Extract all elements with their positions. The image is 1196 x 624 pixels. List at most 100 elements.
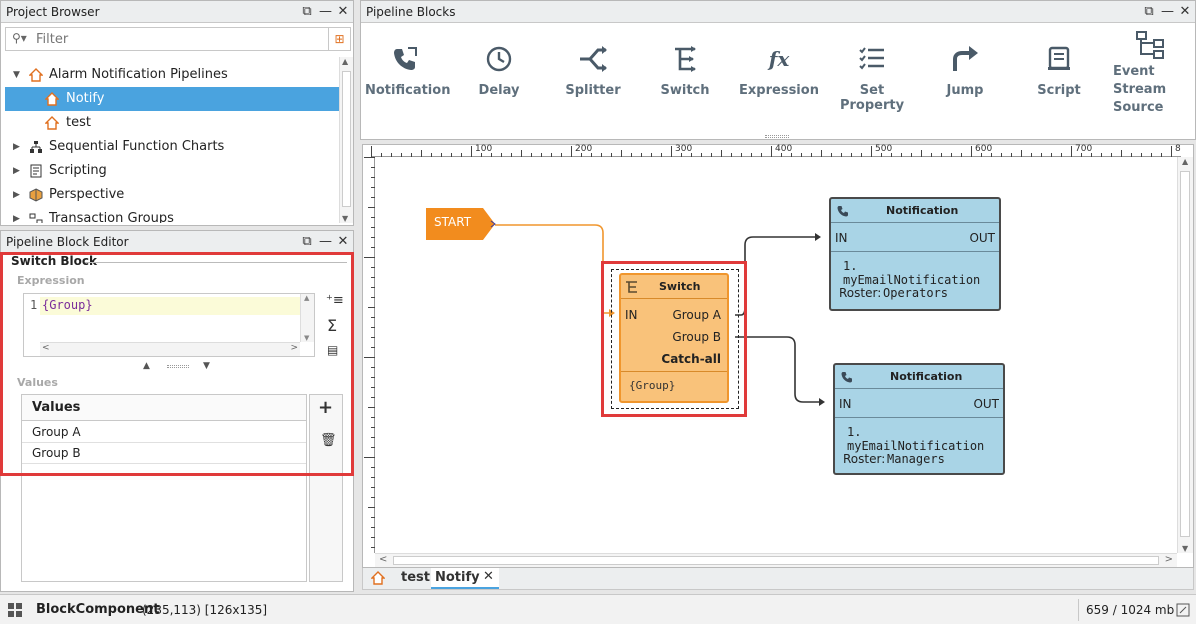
expression-text[interactable]: {Group}	[42, 298, 93, 312]
tool-notification[interactable]: Notification	[365, 41, 450, 98]
values-table: Values Group A Group B	[21, 394, 307, 582]
restore-icon[interactable]: ⧉	[302, 234, 312, 249]
expression-label: Expression	[17, 274, 85, 287]
switch-block[interactable]: Switch IN Group A Group B Catch-all {Gro…	[619, 273, 729, 403]
values-row[interactable]: Group A	[22, 422, 306, 443]
notification-block-operators[interactable]: Notification IN OUT 1. myEmailNotificati…	[829, 197, 1001, 311]
tree-item-alarm-pipelines[interactable]: ▼ Alarm Notification Pipelines	[1, 63, 339, 87]
close-tab-icon[interactable]: ✕	[483, 569, 494, 584]
tool-script[interactable]: Script	[1019, 41, 1099, 98]
phone-icon	[841, 372, 852, 383]
scroll-down-icon[interactable]: ▼	[1182, 544, 1189, 553]
tree-item-scripting[interactable]: ▶ Scripting	[1, 159, 339, 183]
restore-icon[interactable]: ⧉	[1144, 4, 1154, 19]
close-icon[interactable]: ✕	[337, 234, 349, 249]
switch-output-group-a[interactable]: Group A	[672, 308, 721, 322]
project-browser-title: Project Browser	[6, 5, 100, 19]
restore-icon[interactable]: ⧉	[302, 4, 312, 19]
switch-highlight-box	[601, 261, 747, 417]
tab-test[interactable]: test	[401, 570, 430, 585]
tool-expression[interactable]: fx Expression	[739, 41, 819, 98]
scroll-thumb[interactable]	[1180, 171, 1190, 537]
add-icon[interactable]: +	[318, 397, 334, 418]
filter-box[interactable]: ⚲▾ ⊞	[5, 27, 351, 51]
tool-label: Expression	[739, 83, 819, 98]
minimize-icon[interactable]: —	[319, 234, 332, 249]
ruler-label: 700	[1075, 144, 1093, 154]
status-separator	[1078, 599, 1079, 621]
collapse-down-icon[interactable]: ▼	[203, 361, 210, 371]
tree-label: test	[66, 115, 91, 130]
switch-output-group-b[interactable]: Group B	[672, 330, 721, 344]
minimize-icon[interactable]: —	[1161, 4, 1174, 19]
canvas-hscroll[interactable]: < >	[375, 553, 1177, 567]
script-icon	[30, 164, 42, 178]
splitter-grip[interactable]	[167, 365, 189, 368]
scroll-left-icon[interactable]: <	[42, 343, 50, 353]
block-editor-header: Pipeline Block Editor ⧉ — ✕	[1, 231, 353, 253]
ruler-label: 600	[975, 144, 993, 154]
trash-icon[interactable]: 🗑	[320, 433, 337, 448]
expand-down-icon[interactable]: ▼	[13, 70, 20, 80]
scroll-down-icon[interactable]: ▼	[304, 334, 310, 342]
values-header[interactable]: Values	[22, 395, 306, 421]
notification-out-label[interactable]: OUT	[973, 397, 999, 411]
notification-block-managers[interactable]: Notification IN OUT 1. myEmailNotificati…	[833, 363, 1005, 475]
editor-vscroll[interactable]: ▲ ▼	[300, 294, 314, 342]
function-sum-icon[interactable]: Σ	[327, 316, 338, 335]
scroll-up-icon[interactable]: ▲	[342, 57, 349, 66]
ruler-label: 400	[775, 144, 793, 154]
expand-right-icon[interactable]: ▶	[13, 166, 20, 176]
scroll-up-icon[interactable]: ▲	[304, 294, 310, 302]
expression-editor[interactable]: 1 {Group} ▲ ▼ < >	[23, 293, 315, 357]
start-block[interactable]	[425, 207, 497, 241]
tree-item-perspective[interactable]: ▶ Perspective	[1, 183, 339, 207]
expand-right-icon[interactable]: ▶	[13, 142, 20, 152]
tool-jump[interactable]: Jump	[925, 41, 1005, 98]
tool-splitter[interactable]: Splitter	[553, 41, 633, 98]
tool-event-stream-source[interactable]: Event Stream Source	[1113, 27, 1183, 117]
filter-input[interactable]	[36, 30, 316, 48]
insert-property-icon[interactable]: ⁺≡	[326, 293, 344, 308]
notification-item: 1. myEmailNotification	[843, 259, 981, 287]
scroll-right-icon[interactable]: >	[1164, 554, 1173, 565]
grid-icon[interactable]	[8, 603, 22, 617]
tree-item-transaction-groups[interactable]: ▶ Transaction Groups	[1, 207, 339, 223]
settings-icon[interactable]	[1176, 603, 1190, 617]
close-icon[interactable]: ✕	[1179, 4, 1191, 19]
tree-item-notify[interactable]: Notify	[5, 87, 339, 111]
scroll-up-icon[interactable]: ▲	[1182, 157, 1189, 166]
collapse-up-icon[interactable]: ▲	[143, 361, 150, 371]
tree-item-test[interactable]: test	[1, 111, 339, 135]
scroll-down-icon[interactable]: ▼	[342, 214, 349, 223]
scroll-thumb[interactable]	[393, 556, 1159, 565]
tool-switch[interactable]: Switch	[645, 41, 725, 98]
toolbar-resize-grip[interactable]	[765, 135, 789, 138]
canvas-vscroll[interactable]: ▲ ▼	[1177, 157, 1193, 553]
start-label: START	[434, 215, 472, 229]
switch-output-catch-all[interactable]: Catch-all	[661, 352, 721, 366]
ruler-label: 8	[1175, 144, 1181, 154]
scroll-thumb[interactable]	[342, 71, 351, 207]
pipeline-blocks-title: Pipeline Blocks	[366, 5, 456, 19]
expand-right-icon[interactable]: ▶	[13, 214, 20, 223]
tree-item-sfc[interactable]: ▶ Sequential Function Charts	[1, 135, 339, 159]
clear-filter-icon[interactable]: ⊞	[328, 28, 350, 50]
list-icon[interactable]: ▤	[327, 343, 339, 357]
search-icon: ⚲▾	[12, 31, 27, 45]
notification-out-label[interactable]: OUT	[969, 231, 995, 245]
tab-notify[interactable]: Notify ✕	[431, 568, 499, 589]
expand-right-icon[interactable]: ▶	[13, 190, 20, 200]
minimize-icon[interactable]: —	[319, 4, 332, 19]
notification-in-label: IN	[839, 397, 852, 411]
tool-set-property[interactable]: Set Property	[831, 41, 913, 113]
values-row[interactable]: Group B	[22, 443, 306, 464]
switch-icon	[626, 281, 637, 293]
scroll-right-icon[interactable]: >	[290, 343, 298, 353]
tool-delay[interactable]: Delay	[459, 41, 539, 98]
ruler-label: 300	[675, 144, 693, 154]
tree-scrollbar[interactable]: ▲ ▼	[339, 57, 353, 223]
editor-hscroll[interactable]: < >	[40, 342, 300, 356]
scroll-left-icon[interactable]: <	[379, 554, 388, 565]
close-icon[interactable]: ✕	[337, 4, 349, 19]
